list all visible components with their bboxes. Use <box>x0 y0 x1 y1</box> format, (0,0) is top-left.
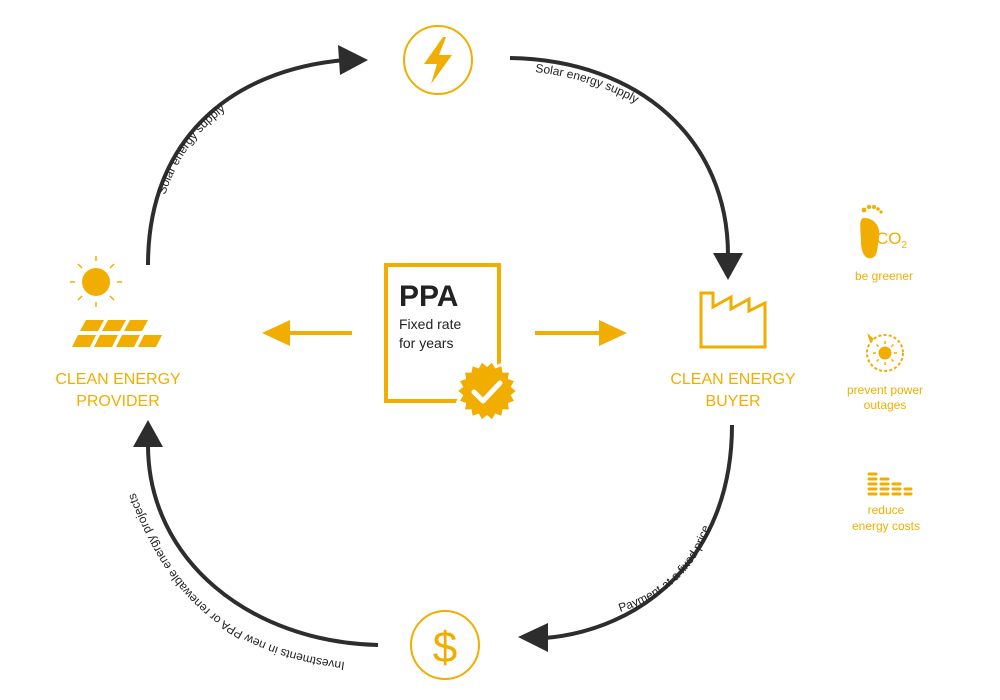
arrow-bottom-left <box>146 444 379 647</box>
benefit-label-prevent-line2: outages <box>864 398 907 412</box>
benefit-label-be-greener: be greener <box>855 269 913 283</box>
ppa-title: PPA <box>399 280 458 313</box>
footprint-co2-icon <box>860 204 883 259</box>
arrowhead-bottom-left <box>133 420 163 447</box>
power-outage-icon <box>866 333 904 372</box>
buyer: CLEAN ENERGY BUYER <box>670 291 796 410</box>
co2-label: CO2 <box>876 229 908 251</box>
benefit-label-reduce-line1: reduce <box>868 503 905 517</box>
arrowhead-top-right <box>713 253 743 280</box>
solar-panel-icon <box>72 320 162 347</box>
buyer-label-line2: BUYER <box>705 393 760 410</box>
ppa-line2: for years <box>399 335 453 351</box>
provider-label-line2: PROVIDER <box>76 393 160 410</box>
benefit-prevent-outages: prevent power outages <box>847 333 923 412</box>
arrow-top-right <box>509 56 730 256</box>
arrowhead-to-provider <box>262 320 290 346</box>
ppa-arrows <box>262 320 627 346</box>
dollar-icon: $ <box>433 623 457 672</box>
flow-arrows <box>133 45 743 652</box>
checkmark-badge-icon <box>453 358 521 424</box>
buyer-label-line1: CLEAN ENERGY <box>670 371 796 388</box>
ppa-line1: Fixed rate <box>399 316 461 332</box>
payment-node: $ <box>410 610 480 680</box>
arrow-top-left <box>146 58 346 266</box>
provider-label-line1: CLEAN ENERGY <box>55 371 181 388</box>
arrow-bottom-right <box>544 424 734 640</box>
benefit-be-greener: CO2 be greener <box>855 204 913 283</box>
benefit-reduce-costs: reduce energy costs <box>852 471 920 533</box>
coin-stacks-icon <box>866 471 914 497</box>
arrowhead-top-left <box>338 45 368 75</box>
lightning-bolt-icon <box>424 37 452 84</box>
sun-icon <box>70 256 122 307</box>
factory-icon <box>699 291 767 349</box>
arrowhead-bottom-right <box>518 623 548 652</box>
benefit-label-prevent-line1: prevent power <box>847 383 923 397</box>
flow-label-bottom-right: Payment at a fixed price <box>617 523 713 615</box>
arrowhead-to-buyer <box>599 320 627 346</box>
flow-label-bottom-left: Investments in new PPA or renewable ener… <box>125 492 346 673</box>
energy-node <box>403 25 473 95</box>
flow-label-top-left: Solar energy supply <box>155 101 228 196</box>
benefit-label-reduce-line2: energy costs <box>852 519 920 533</box>
ppa-document: PPA Fixed rate for years <box>384 263 521 424</box>
provider: CLEAN ENERGY PROVIDER <box>55 256 181 410</box>
